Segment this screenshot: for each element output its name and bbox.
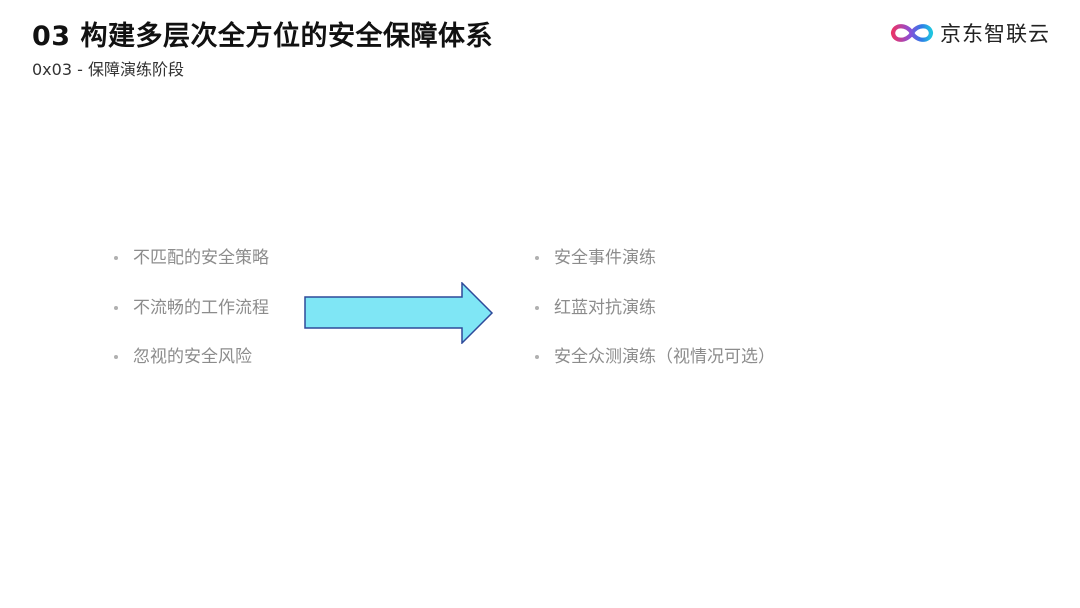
list-item: 红蓝对抗演练 <box>533 293 775 323</box>
list-item: 安全事件演练 <box>533 243 775 273</box>
infinity-cloud-logo-icon <box>890 24 934 42</box>
page-title: 03 构建多层次全方位的安全保障体系 <box>32 21 493 52</box>
right-arrow-icon <box>304 282 494 344</box>
page-subtitle: 0x03 - 保障演练阶段 <box>32 60 184 79</box>
brand-name: 京东智联云 <box>940 22 1050 46</box>
brand-logo: 京东智联云 <box>888 17 1050 49</box>
drill-types-list: 安全事件演练 红蓝对抗演练 安全众测演练（视情况可选） <box>533 243 775 392</box>
list-item: 忽视的安全风险 <box>112 342 269 372</box>
list-item: 不匹配的安全策略 <box>112 243 269 273</box>
list-item: 不流畅的工作流程 <box>112 293 269 323</box>
current-issues-list: 不匹配的安全策略 不流畅的工作流程 忽视的安全风险 <box>112 243 269 392</box>
list-item: 安全众测演练（视情况可选） <box>533 342 775 372</box>
